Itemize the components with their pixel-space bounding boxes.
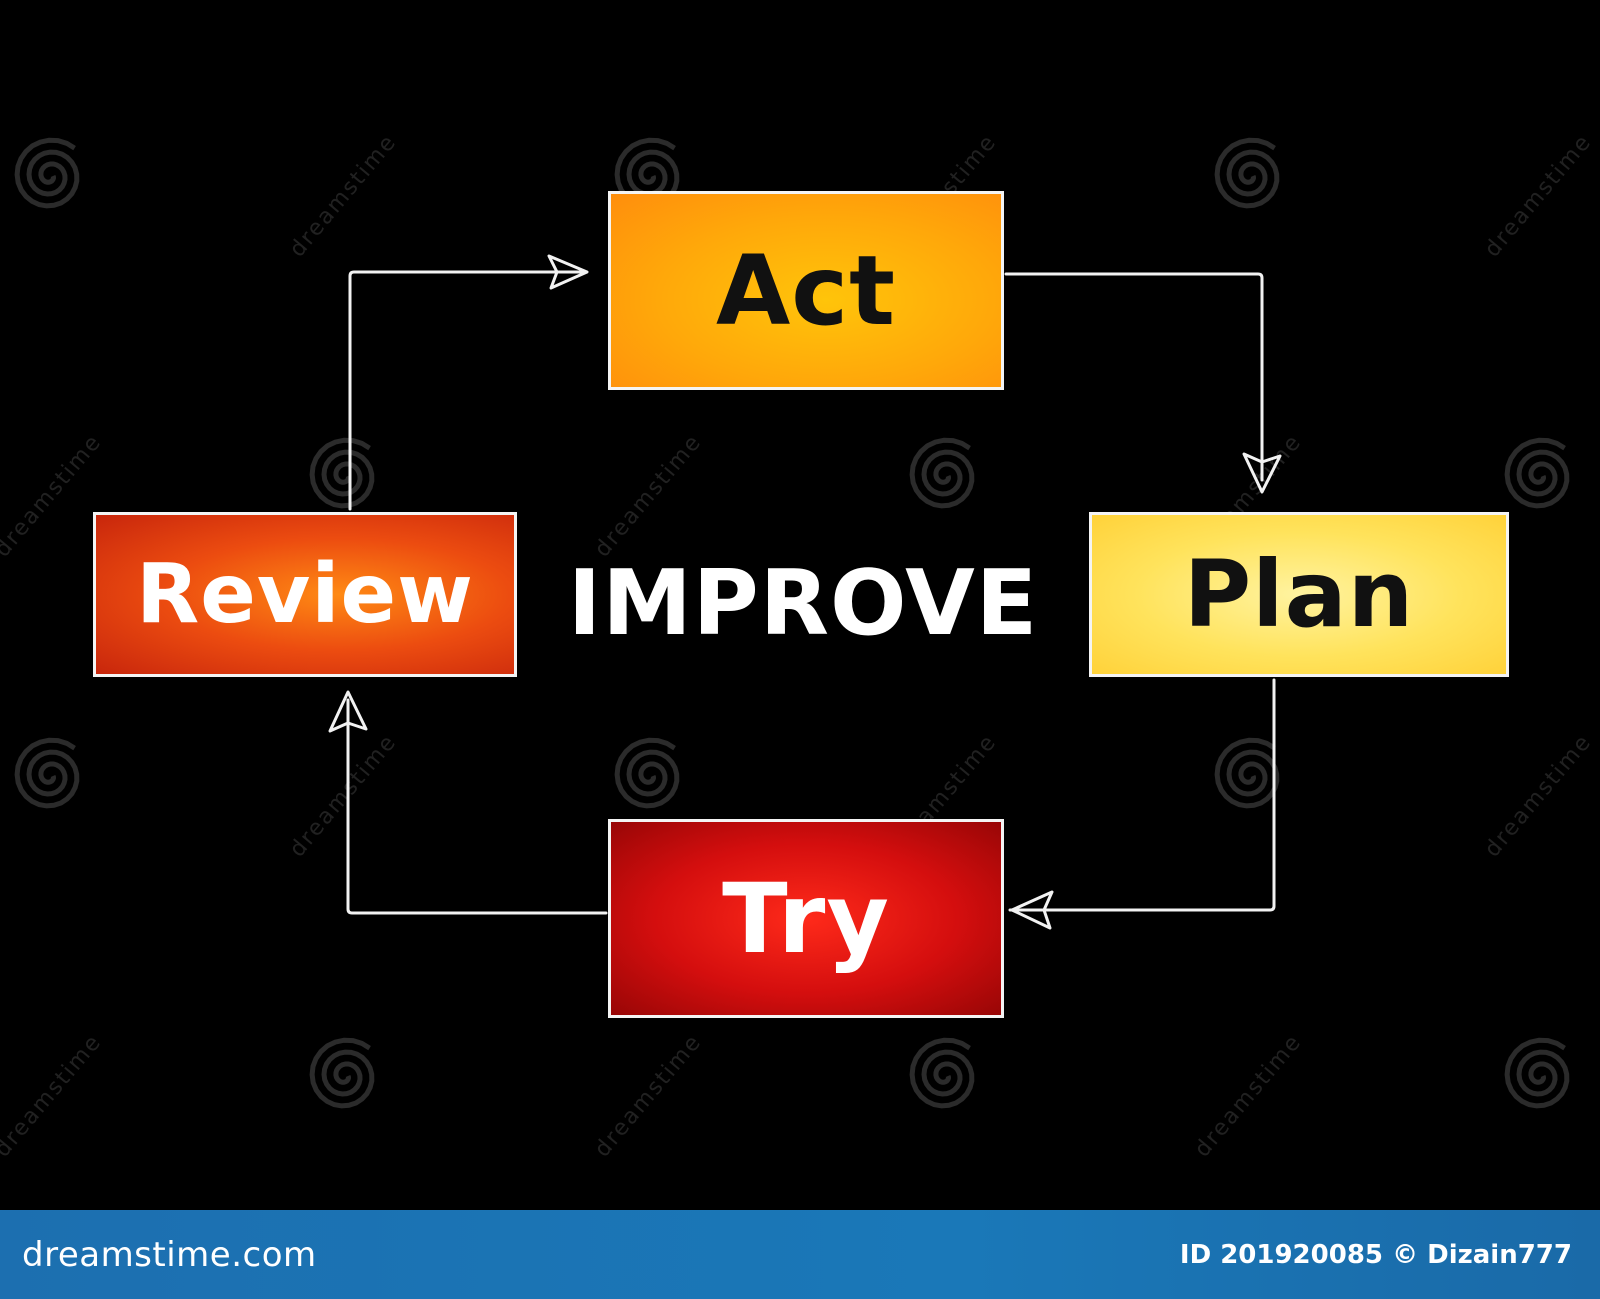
step-label-plan: Plan <box>1183 541 1415 648</box>
step-label-try: Try <box>722 862 890 975</box>
step-label-act: Act <box>715 234 897 347</box>
connector-arrows <box>328 254 1282 930</box>
arrow-try-to-review <box>346 698 608 915</box>
step-box-plan: Plan <box>1089 512 1509 677</box>
arrow-review-to-act <box>348 270 585 511</box>
step-box-try: Try <box>608 819 1004 1018</box>
footer-bar: dreamstime.com ID 201920085 © Dizain777 <box>0 1210 1600 1299</box>
arrowhead-review <box>328 690 368 733</box>
arrowhead-try <box>1010 890 1054 930</box>
step-label-review: Review <box>136 547 474 642</box>
step-box-review: Review <box>93 512 517 677</box>
arrowhead-act <box>547 254 589 290</box>
arrow-act-to-plan <box>1004 272 1264 482</box>
step-box-act: Act <box>608 191 1004 390</box>
footer-id-credit: ID 201920085 © Dizain777 <box>1179 1239 1572 1270</box>
arrowhead-plan <box>1242 452 1282 494</box>
footer-brand: dreamstime.com <box>22 1234 317 1275</box>
arrow-plan-to-try <box>1008 678 1276 912</box>
center-title: IMPROVE <box>567 550 1039 656</box>
